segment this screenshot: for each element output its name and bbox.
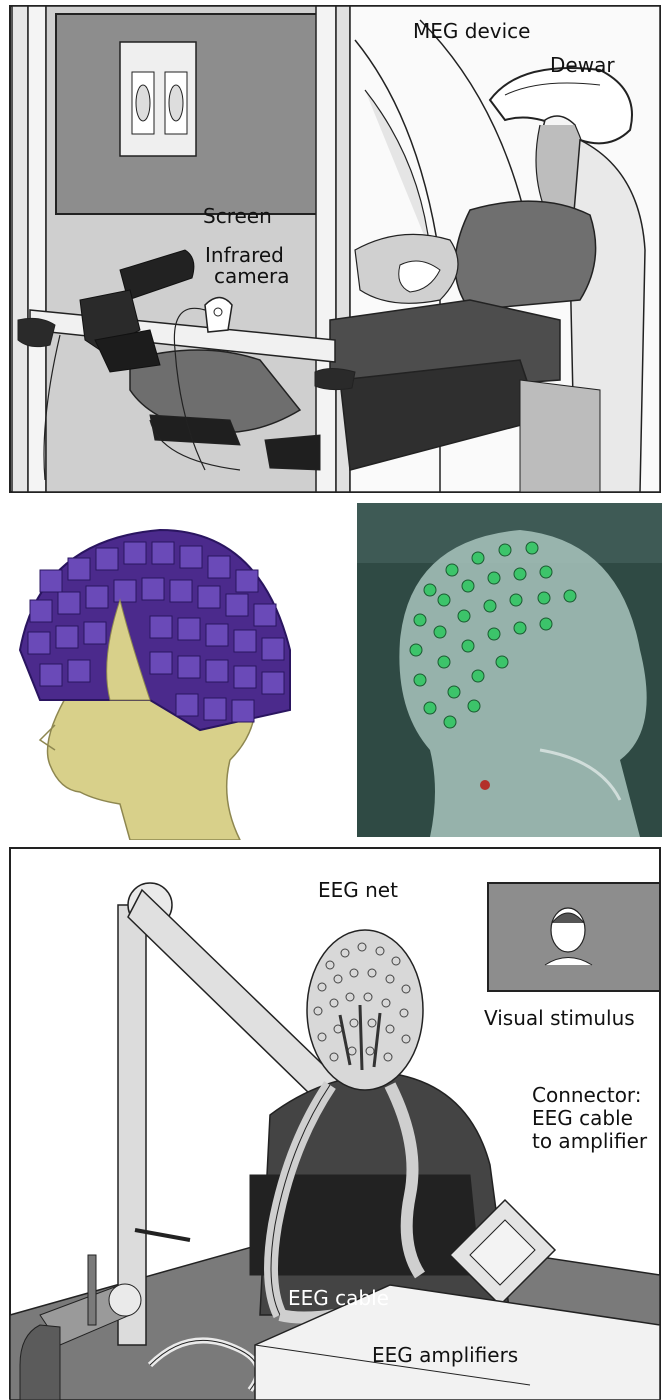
- label-eeg-cable: EEG cable: [288, 1286, 389, 1310]
- label-connector-line2: EEG cable: [532, 1106, 633, 1130]
- label-connector-line3: to amplifier: [532, 1129, 648, 1153]
- label-screen: Screen: [203, 204, 272, 228]
- stand-pole: [118, 905, 146, 1345]
- meg-sensor-head-render: [20, 530, 290, 840]
- meg-setup-illustration: MEG device Dewar Screen Infrared camera: [0, 0, 662, 495]
- label-eeg-net: EEG net: [318, 878, 398, 902]
- label-visual-stimulus: Visual stimulus: [484, 1006, 635, 1030]
- label-infrared-camera-line2: camera: [214, 264, 290, 288]
- eeg-net-photo: [357, 503, 662, 837]
- door-frame-left: [12, 6, 28, 492]
- label-connector-line1: Connector:: [532, 1083, 642, 1107]
- sensor-panel: [0, 500, 662, 840]
- eeg-setup-illustration: EEG net Visual stimulus Connector: EEG c…: [0, 845, 662, 1400]
- label-meg-device: MEG device: [413, 19, 530, 43]
- subject-torso: [455, 201, 596, 310]
- eeg-setup-panel: EEG net Visual stimulus Connector: EEG c…: [0, 845, 662, 1400]
- sensor-illustrations: [0, 500, 662, 840]
- eeg-net-head: [307, 930, 423, 1090]
- reference-electrode: [480, 780, 490, 790]
- label-dewar: Dewar: [550, 53, 615, 77]
- label-eeg-amplifiers: EEG amplifiers: [372, 1343, 518, 1367]
- meg-setup-panel: MEG device Dewar Screen Infrared camera: [0, 0, 662, 495]
